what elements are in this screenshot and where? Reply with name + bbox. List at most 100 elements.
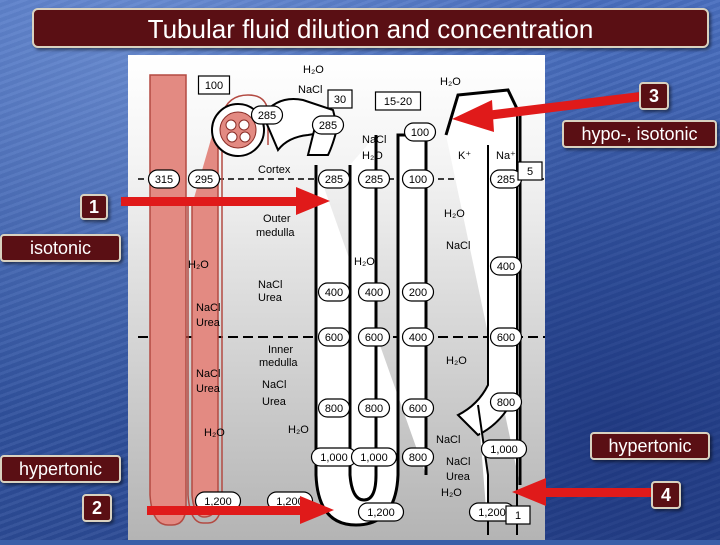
osmolality-text: 15-20	[384, 96, 412, 108]
solute-label: H₂O	[441, 487, 462, 499]
osmolality-text: 100	[411, 127, 429, 139]
osmolality-text: 800	[325, 403, 343, 415]
arrow-2-head	[300, 496, 334, 524]
osmolality-value: 400	[489, 256, 523, 276]
title-banner: Tubular fluid dilution and concentration	[32, 8, 709, 48]
osmolality-text: 1,200	[367, 507, 395, 519]
solute-label: H₂O	[444, 208, 465, 220]
solute-label: H₂O	[446, 355, 467, 367]
osmolality-text: 1,000	[490, 444, 518, 456]
solute-label: NaCl	[362, 134, 386, 146]
osmolality-value: 5	[517, 161, 543, 181]
osmolality-value: 1,200	[468, 502, 516, 522]
osmolality-text: 285	[325, 174, 343, 186]
osmolality-value: 1,000	[310, 447, 358, 467]
osmolality-text: 1,000	[360, 452, 388, 464]
osmolality-value: 295	[187, 169, 221, 189]
osmolality-value: 800	[489, 392, 523, 412]
osmolality-value: 1,200	[194, 491, 242, 511]
osmolality-value: 100	[401, 169, 435, 189]
osmolality-value: 30	[327, 89, 353, 109]
osmolality-value: 600	[401, 398, 435, 418]
region-cortex: Cortex	[258, 164, 291, 176]
osmolality-value: 800	[357, 398, 391, 418]
osmolality-value: 1,000	[480, 439, 528, 459]
osmolality-value: 315	[147, 169, 181, 189]
osmolality-value: 400	[357, 282, 391, 302]
region-inner: Inner	[268, 344, 293, 356]
solute-label: Urea	[258, 292, 283, 304]
solute-label: NaCl	[298, 84, 322, 96]
osmolality-value: 400	[401, 327, 435, 347]
osmolality-value: 800	[401, 447, 435, 467]
osmolality-text: 600	[497, 332, 515, 344]
osmolality-text: 315	[155, 174, 173, 186]
solute-labels: H₂O NaCl H₂O NaCl H₂O K⁺ Na⁺ H₂O NaCl H₂…	[188, 64, 516, 499]
region-outer: Outer	[263, 213, 291, 225]
solute-label: Na⁺	[496, 150, 516, 162]
solute-label: NaCl	[196, 302, 220, 314]
region-inner-medulla: medulla	[259, 357, 298, 369]
osmolality-text: 400	[325, 287, 343, 299]
solute-label: H₂O	[188, 259, 209, 271]
osmolality-text: 800	[409, 452, 427, 464]
slide-title: Tubular fluid dilution and concentration	[147, 14, 594, 44]
arrow-1-shaft	[121, 197, 301, 206]
osmolality-text: 400	[497, 261, 515, 273]
osmolality-text: 285	[497, 174, 515, 186]
osmolality-value: 285	[250, 105, 284, 125]
arrow-1-head	[296, 187, 330, 215]
osmolality-text: 400	[409, 332, 427, 344]
solute-label: H₂O	[354, 256, 375, 268]
glomerulus	[211, 103, 265, 157]
osmolality-value: 400	[317, 282, 351, 302]
solute-label: NaCl	[258, 279, 282, 291]
osmolality-text: 295	[195, 174, 213, 186]
arrow-3-head	[452, 100, 494, 132]
osmolality-value: 1,200	[266, 491, 314, 511]
osmolality-text: 600	[409, 403, 427, 415]
callout-4: 4	[651, 481, 681, 509]
osmolality-value: 1,000	[350, 447, 398, 467]
osmolality-value: 15-20	[374, 91, 422, 111]
solute-label: NaCl	[446, 240, 470, 252]
solute-label: H₂O	[204, 427, 225, 439]
osmolality-text: 285	[319, 120, 337, 132]
osmolality-values: 100 285 285 30 15-20 100 315 295 285 285 100 285 5 40…	[147, 75, 543, 525]
osmolality-text: 1,200	[276, 496, 304, 508]
osmolality-text: 800	[497, 397, 515, 409]
solute-label: Urea	[262, 396, 287, 408]
osmolality-value: 1,200	[357, 502, 405, 522]
osmolality-value: 100	[197, 75, 231, 95]
osmolality-text: 600	[325, 332, 343, 344]
osmolality-value: 285	[317, 169, 351, 189]
arrow-4-head	[512, 478, 546, 506]
label-hypertonic-left: hypertonic	[0, 455, 121, 483]
solute-label: NaCl	[196, 368, 220, 380]
osmolality-text: 100	[205, 80, 223, 92]
osmolality-value: 600	[489, 327, 523, 347]
osmolality-value: 600	[357, 327, 391, 347]
osmolality-value: 1	[505, 505, 531, 525]
osmolality-value: 800	[317, 398, 351, 418]
arrow-2-shaft	[147, 506, 305, 515]
solute-label: H₂O	[362, 150, 383, 162]
arrow-3-shaft	[486, 92, 642, 120]
osmolality-text: 1,200	[478, 507, 506, 519]
osmolality-text: 600	[365, 332, 383, 344]
osmolality-value: 285	[357, 169, 391, 189]
solute-label: Urea	[196, 317, 221, 329]
osmolality-text: 285	[258, 110, 276, 122]
osmolality-text: 5	[527, 166, 533, 178]
osmolality-text: 200	[409, 287, 427, 299]
region-outer-medulla: medulla	[256, 227, 295, 239]
osmolality-text: 400	[365, 287, 383, 299]
solute-label: H₂O	[303, 64, 324, 76]
osmolality-text: 1,000	[320, 452, 348, 464]
osmolality-text: 1,200	[204, 496, 232, 508]
solute-label: Urea	[446, 471, 471, 483]
solute-label: NaCl	[446, 456, 470, 468]
callout-1: 1	[80, 194, 108, 220]
solute-label: K⁺	[458, 150, 471, 162]
